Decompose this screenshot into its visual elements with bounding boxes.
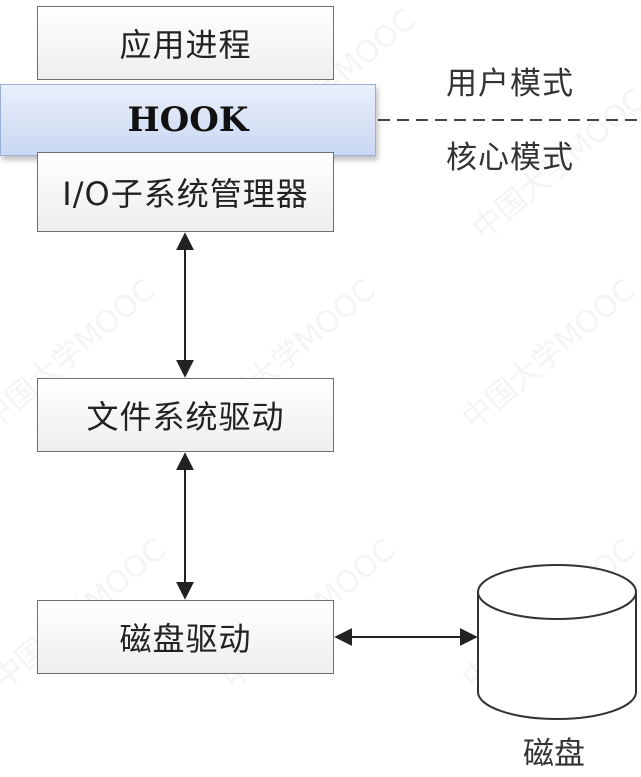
io-manager-box: I/O子系统管理器 xyxy=(37,152,334,232)
kernel-mode-label: 核心模式 xyxy=(446,140,574,176)
app-process-box: 应用进程 xyxy=(37,6,334,80)
disk-label: 磁盘 xyxy=(523,736,585,772)
hook-box: HOOK xyxy=(0,84,376,156)
user-mode-label: 用户模式 xyxy=(446,66,574,102)
fs-driver-box: 文件系统驱动 xyxy=(37,378,334,452)
disk-driver-box: 磁盘驱动 xyxy=(37,600,334,674)
disk-icon xyxy=(477,564,637,720)
